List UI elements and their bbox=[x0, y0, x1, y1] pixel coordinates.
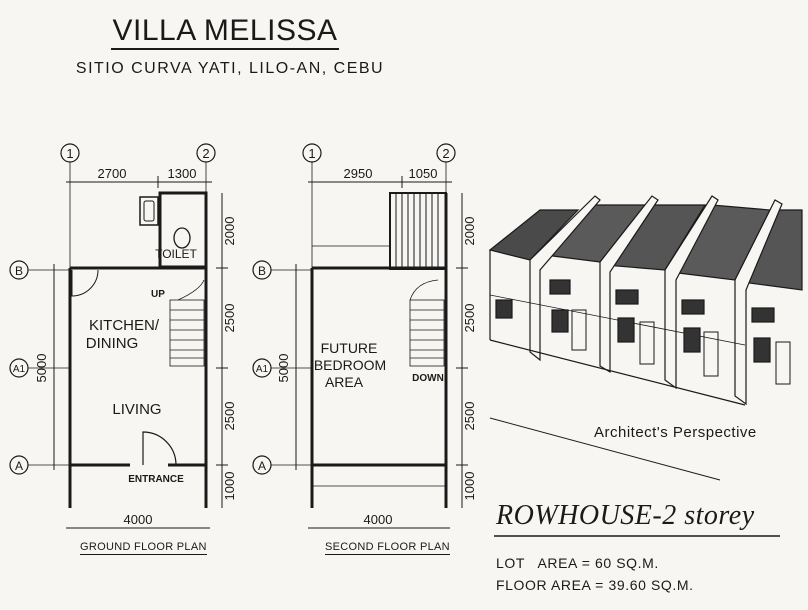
room-bedroom-line3: AREA bbox=[325, 374, 364, 390]
dim-4000: 4000 bbox=[124, 512, 153, 527]
grid-label-b: B bbox=[258, 264, 266, 278]
toilet-bowl-icon bbox=[173, 227, 191, 249]
facade-doors bbox=[571, 309, 791, 385]
grid-label-2: 2 bbox=[202, 146, 209, 161]
dim-1300: 1300 bbox=[168, 166, 197, 181]
grid-label-a1: A1 bbox=[256, 364, 269, 375]
grid-label-2: 2 bbox=[442, 146, 449, 161]
second-stair bbox=[409, 279, 445, 367]
room-kitchen-line1: KITCHEN/ bbox=[89, 317, 160, 334]
architect-perspective-sketch bbox=[488, 195, 803, 481]
room-living: LIVING bbox=[112, 401, 161, 418]
room-entrance: ENTRANCE bbox=[128, 474, 184, 485]
dim-4000: 4000 bbox=[364, 512, 393, 527]
grid-label-1: 1 bbox=[66, 146, 73, 161]
ground-floor-plan: 1 2 2700 1300 TOILET bbox=[9, 143, 237, 529]
area-info: LOT AREA = 60 SQ.M. FLOOR AREA = 39.60 S… bbox=[496, 552, 694, 596]
room-bedroom-line2: BEDROOM bbox=[314, 357, 386, 373]
floor-area: FLOOR AREA = 39.60 SQ.M. bbox=[496, 577, 694, 593]
dim-2500-a: 2500 bbox=[222, 304, 237, 333]
dim-2950: 2950 bbox=[344, 166, 373, 181]
dim-2500-b: 2500 bbox=[462, 402, 477, 431]
ground-line bbox=[489, 339, 746, 406]
page-subtitle: SITIO CURVA YATI, LILO-AN, CEBU bbox=[75, 60, 385, 77]
dim-2000: 2000 bbox=[222, 217, 237, 246]
second-floor-plan-label: SECOND FLOOR PLAN bbox=[325, 541, 450, 555]
dim-5000: 5000 bbox=[34, 354, 49, 383]
dim-2500-a: 2500 bbox=[462, 304, 477, 333]
entrance-door-swing bbox=[142, 431, 177, 466]
dim-1000: 1000 bbox=[462, 472, 477, 501]
grid-label-a: A bbox=[15, 459, 23, 473]
stair-up-label: UP bbox=[151, 289, 165, 300]
dim-5000: 5000 bbox=[276, 354, 291, 383]
perspective-caption: Architect's Perspective bbox=[594, 424, 757, 441]
party-walls bbox=[529, 195, 783, 406]
perspective-ground-line bbox=[489, 417, 721, 481]
grid-label-a: A bbox=[258, 459, 266, 473]
dim-2500-b: 2500 bbox=[222, 402, 237, 431]
toilet-sink-icon bbox=[139, 196, 159, 226]
grid-label-b: B bbox=[15, 264, 23, 278]
facade-windows bbox=[495, 279, 775, 363]
room-kitchen-line2: DINING bbox=[86, 335, 139, 352]
kitchen-door-swing bbox=[71, 269, 99, 297]
grid-label-1: 1 bbox=[308, 146, 315, 161]
page-title: VILLA MELISSA bbox=[0, 14, 450, 50]
dim-1050: 1050 bbox=[409, 166, 438, 181]
rowhouse-heading: ROWHOUSE-2 storey bbox=[496, 500, 755, 531]
title-text: VILLA MELISSA bbox=[110, 14, 340, 50]
stair-down-label: DOWN bbox=[412, 373, 444, 384]
dim-1000: 1000 bbox=[222, 472, 237, 501]
ground-floor-plan-label: GROUND FLOOR PLAN bbox=[80, 541, 207, 555]
balcony-railing bbox=[389, 192, 447, 270]
room-bedroom-line1: FUTURE bbox=[321, 340, 378, 356]
lot-area: LOT AREA = 60 SQ.M. bbox=[496, 555, 659, 571]
grid-label-a1: A1 bbox=[13, 364, 26, 375]
dim-2700: 2700 bbox=[98, 166, 127, 181]
second-floor-plan: 1 2 2950 1050 bbox=[252, 143, 477, 529]
sink-basin bbox=[143, 200, 155, 222]
ground-stair bbox=[169, 279, 205, 367]
dim-2000: 2000 bbox=[462, 217, 477, 246]
room-toilet: TOILET bbox=[155, 247, 197, 261]
